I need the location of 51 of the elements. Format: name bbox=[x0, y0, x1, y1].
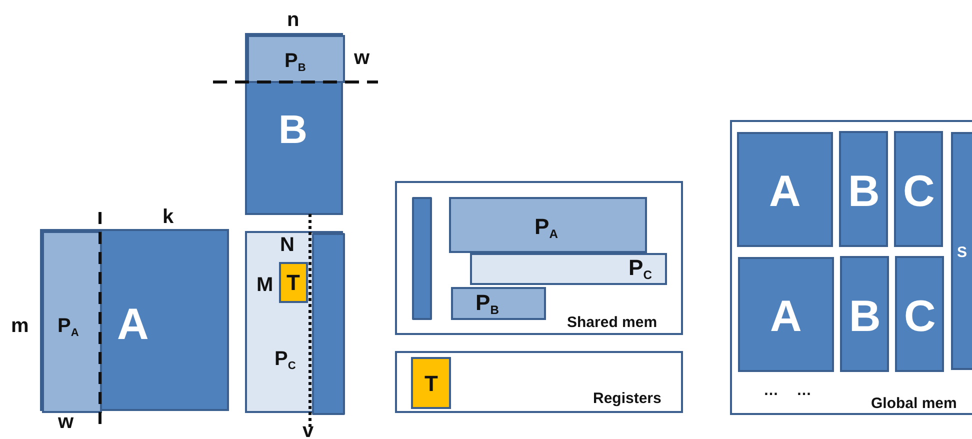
block-label: T bbox=[286, 272, 300, 294]
block-label: P$_{C}$ bbox=[628, 257, 652, 282]
panel-title: Global mem bbox=[871, 396, 957, 410]
dimension-label: w bbox=[354, 48, 370, 68]
matrix-block bbox=[894, 131, 943, 247]
ellipsis-label: … bbox=[764, 382, 778, 398]
block-label: C bbox=[904, 295, 936, 339]
matrix-block bbox=[245, 231, 343, 413]
block-label: S bbox=[957, 244, 968, 260]
matrix-block bbox=[737, 132, 833, 247]
block-label: P$_{B}$ bbox=[476, 292, 499, 316]
memory-panel bbox=[395, 351, 683, 413]
dimension-label: v bbox=[302, 421, 314, 439]
matrix-block bbox=[40, 229, 229, 411]
matrix-block bbox=[840, 256, 889, 372]
tile-block bbox=[279, 262, 308, 303]
panel-block bbox=[470, 253, 667, 285]
block-label: P$_{A}$ bbox=[58, 316, 79, 338]
ellipsis-label: … bbox=[796, 382, 812, 398]
block-label: A bbox=[770, 295, 802, 339]
block-label: A bbox=[769, 170, 801, 214]
memory-panel bbox=[730, 120, 972, 415]
matrix-block bbox=[738, 257, 834, 372]
block-label: B bbox=[849, 295, 881, 339]
block-label: B bbox=[848, 170, 880, 214]
dimension-label: M bbox=[256, 275, 274, 295]
block-label: B bbox=[278, 110, 308, 150]
block-label: P$_{A}$ bbox=[534, 216, 558, 240]
memory-panel bbox=[395, 181, 683, 335]
panel-block bbox=[247, 35, 345, 83]
panel-title: Registers bbox=[593, 390, 662, 406]
column-strip bbox=[312, 233, 345, 415]
block-label: P$_{B}$ bbox=[284, 50, 306, 74]
dimension-label: n bbox=[287, 10, 300, 30]
matrix-block bbox=[895, 256, 944, 372]
matrix-block bbox=[245, 33, 343, 215]
block-label: C bbox=[903, 170, 935, 214]
dimension-label: m bbox=[11, 316, 29, 336]
dimension-label: w bbox=[58, 412, 74, 432]
dimension-label: k bbox=[162, 207, 174, 227]
panel-title: Shared mem bbox=[567, 314, 658, 330]
panel-block bbox=[42, 231, 102, 413]
block-label: T bbox=[424, 373, 438, 395]
dimension-label: N bbox=[280, 235, 294, 255]
column-strip bbox=[412, 197, 432, 320]
tile-block bbox=[411, 357, 451, 409]
panel-block bbox=[451, 287, 546, 320]
panel-block bbox=[449, 197, 647, 253]
block-label: A bbox=[117, 303, 149, 347]
block-label: P$_{C}$ bbox=[274, 348, 296, 372]
matrix-block bbox=[839, 131, 888, 247]
